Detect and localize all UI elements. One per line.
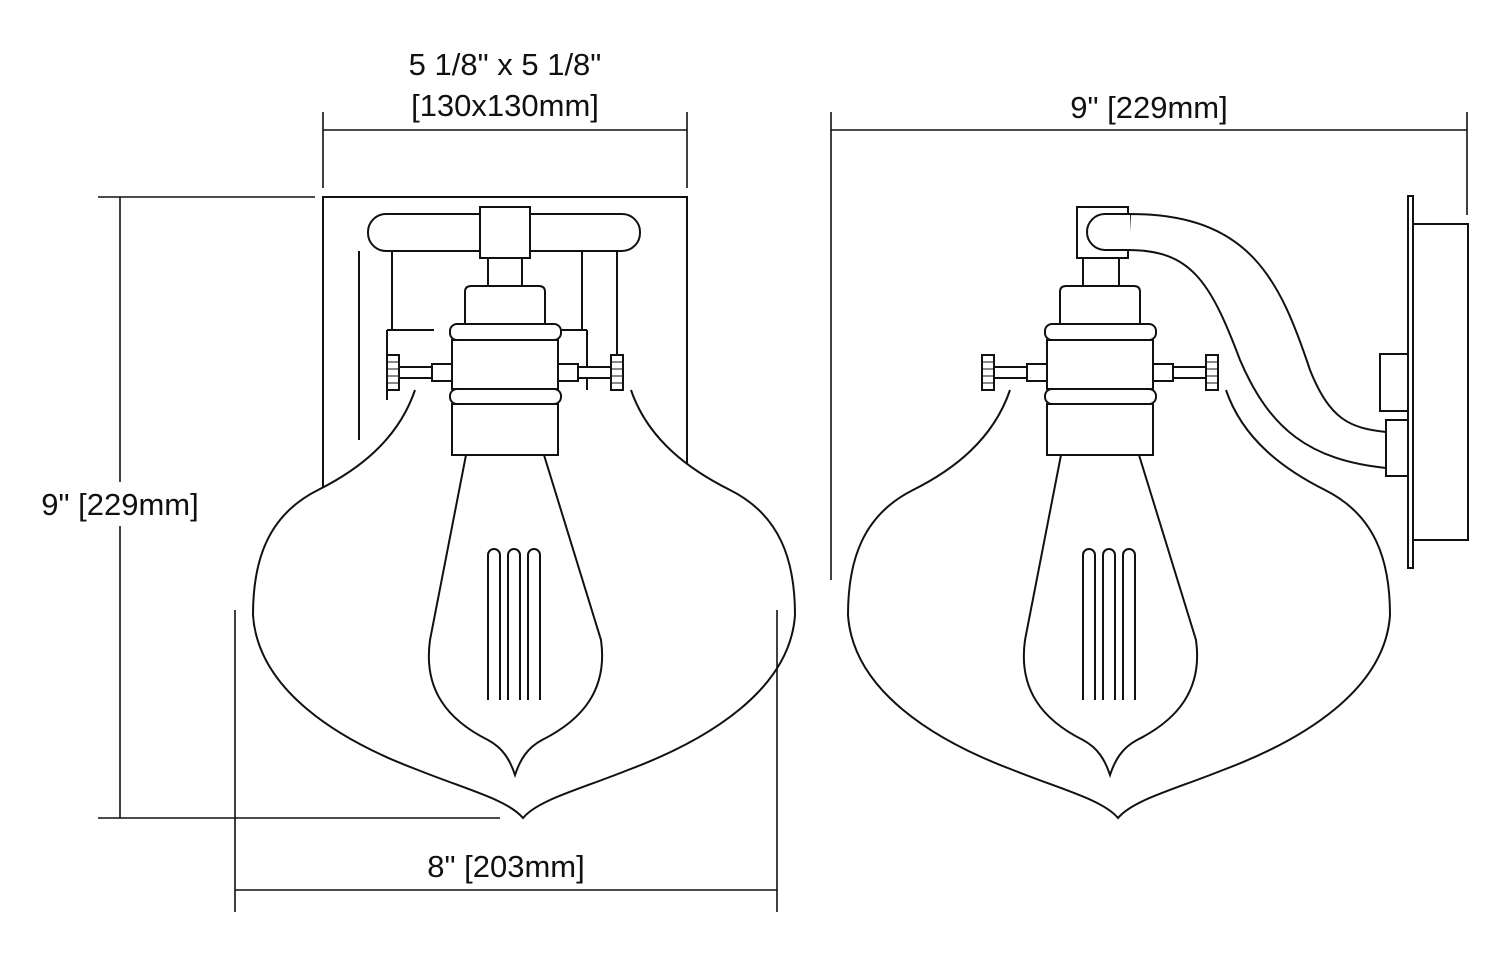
dimension-label: 5 1/8" x 5 1/8" bbox=[409, 47, 602, 82]
side-lamp bbox=[847, 257, 1391, 819]
front-view bbox=[252, 196, 796, 819]
side-view bbox=[847, 195, 1469, 819]
dimension-extension: 9" [229mm] bbox=[830, 90, 1468, 580]
dimension-label: [130x130mm] bbox=[411, 88, 599, 123]
junction-box bbox=[1412, 223, 1469, 541]
dimension-width: 8" [203mm] bbox=[234, 610, 778, 912]
dimension-height: 9" [229mm] bbox=[20, 196, 500, 819]
dimension-label: 9" [229mm] bbox=[41, 487, 198, 522]
dimension-label: 9" [229mm] bbox=[1070, 90, 1227, 125]
dimension-backplate: 5 1/8" x 5 1/8" [130x130mm] bbox=[322, 47, 688, 188]
dimension-label: 8" [203mm] bbox=[427, 849, 584, 884]
front-lamp bbox=[252, 257, 796, 819]
